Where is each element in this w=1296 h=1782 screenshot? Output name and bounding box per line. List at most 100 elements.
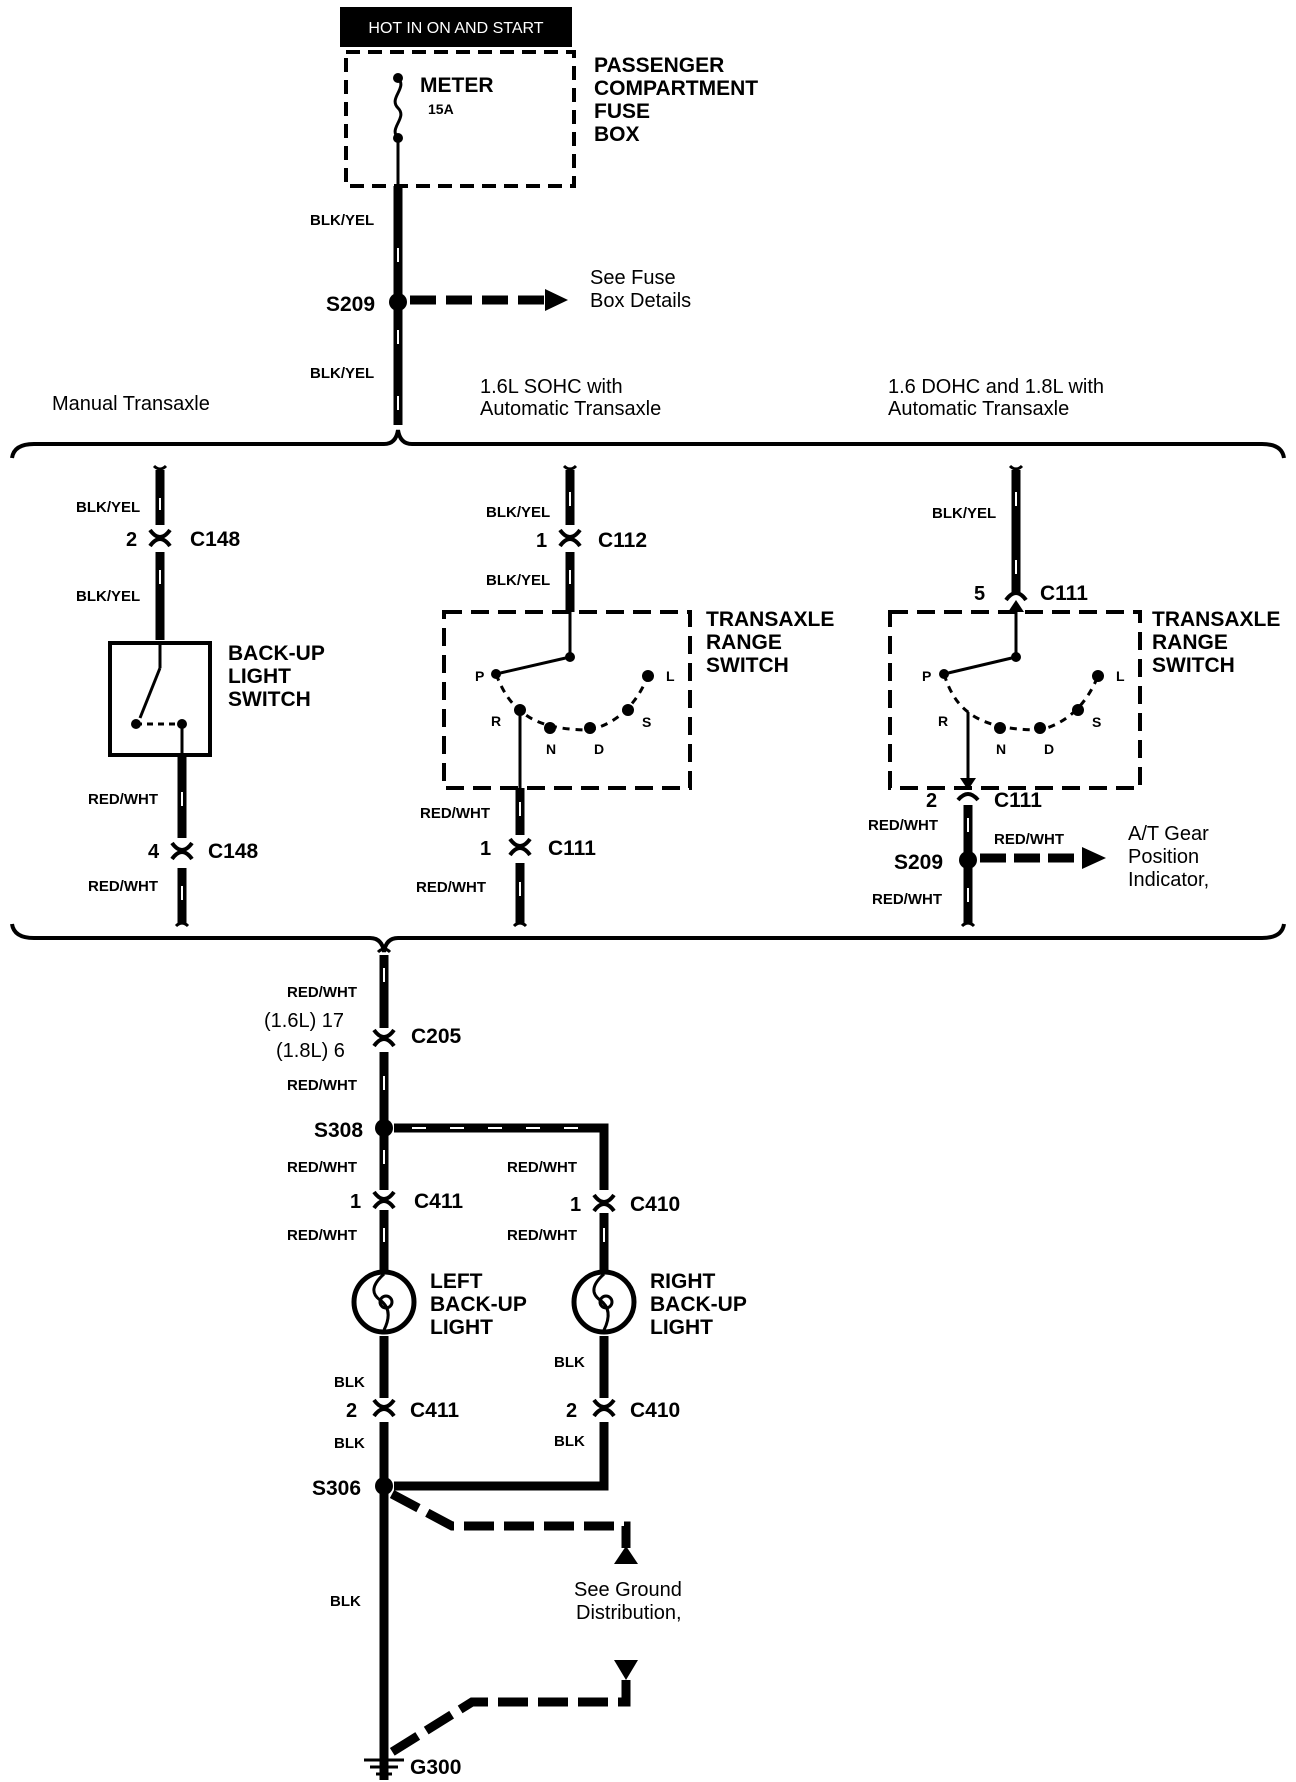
wire-label: RED/WHT bbox=[994, 831, 1064, 848]
wire-label: BLK bbox=[334, 1374, 365, 1391]
fuse-box-label-2: COMPARTMENT bbox=[594, 77, 758, 100]
fuse-icon bbox=[393, 73, 403, 143]
splice-s308: S308 bbox=[314, 1119, 363, 1142]
range-switch-label-3: SWITCH bbox=[1152, 654, 1235, 677]
wire-label: BLK bbox=[334, 1435, 365, 1452]
pin: 1 bbox=[480, 838, 491, 860]
gear-s: S bbox=[642, 714, 651, 730]
pin: 2 bbox=[926, 790, 937, 812]
wire-label: RED/WHT bbox=[416, 879, 486, 896]
pin: 2 bbox=[566, 1400, 577, 1422]
connector-c148-bottom-icon bbox=[170, 841, 194, 861]
connector-c411: C411 bbox=[410, 1399, 459, 1422]
gear-p: P bbox=[475, 668, 484, 684]
gear-s: S bbox=[1092, 714, 1101, 730]
left-light-label-1: LEFT bbox=[430, 1270, 483, 1293]
splice-s209: S209 bbox=[894, 851, 943, 874]
wire-label: RED/WHT bbox=[287, 1159, 357, 1176]
splice-s209-dot bbox=[389, 293, 407, 311]
fuse-box-label-1: PASSENGER bbox=[594, 54, 724, 77]
range-switch-icon-sohc bbox=[491, 612, 654, 788]
gear-d: D bbox=[1044, 741, 1054, 757]
pin: 5 bbox=[974, 583, 985, 605]
ref-at-gear-3: Indicator, bbox=[1128, 869, 1209, 891]
wire-lights-in bbox=[379, 1210, 609, 1272]
wire-label: BLK/YEL bbox=[486, 572, 550, 589]
backup-switch-label-2: LIGHT bbox=[228, 665, 291, 688]
pin: 4 bbox=[148, 841, 160, 863]
gear-l: L bbox=[666, 668, 675, 684]
range-switch-box-sohc bbox=[442, 610, 692, 790]
splice-s209-dot bbox=[959, 851, 977, 869]
connector-c411-bottom-icon bbox=[372, 1398, 396, 1418]
wire-label: RED/WHT bbox=[287, 1077, 357, 1094]
connector-c111-top-icon bbox=[1004, 591, 1028, 602]
connector-c148: C148 bbox=[190, 528, 241, 551]
pin-c205-18l: (1.8L) 6 bbox=[276, 1040, 345, 1062]
gear-n: N bbox=[546, 741, 556, 757]
left-light-label-2: BACK-UP bbox=[430, 1293, 527, 1316]
pin: 2 bbox=[126, 529, 137, 551]
arrow-down-icon bbox=[960, 778, 976, 790]
connector-c410: C410 bbox=[630, 1193, 680, 1216]
ground-icon bbox=[364, 1758, 404, 1776]
gear-d: D bbox=[594, 741, 604, 757]
gear-l: L bbox=[1116, 668, 1125, 684]
splice-s308-dot bbox=[375, 1119, 393, 1137]
wire-label: RED/WHT bbox=[287, 1227, 357, 1244]
ref-at-gear-1: A/T Gear bbox=[1128, 823, 1209, 845]
wire-label: BLK/YEL bbox=[310, 212, 374, 229]
ref-fuse-details-2: Box Details bbox=[590, 290, 691, 312]
wire-label: RED/WHT bbox=[287, 984, 357, 1001]
range-switch-label-1: TRANSAXLE bbox=[1152, 608, 1280, 631]
wire-manual-out bbox=[174, 755, 190, 928]
range-switch-label-2: RANGE bbox=[706, 631, 782, 654]
connector-c112: C112 bbox=[598, 529, 647, 552]
pin: 1 bbox=[570, 1194, 581, 1216]
wire-dohc-in bbox=[1008, 464, 1024, 595]
ref-ground-1: See Ground bbox=[574, 1579, 682, 1601]
hot-label: HOT IN ON AND START bbox=[368, 20, 543, 37]
ref-ground-2: Distribution, bbox=[576, 1602, 682, 1624]
left-backup-bulb-icon bbox=[351, 1269, 417, 1335]
connector-c148: C148 bbox=[208, 840, 259, 863]
connector-c411: C411 bbox=[414, 1190, 463, 1213]
connector-c411-top-icon bbox=[372, 1190, 396, 1210]
connector-c112-icon bbox=[558, 528, 582, 548]
wire-label: RED/WHT bbox=[88, 878, 158, 895]
right-light-label-3: LIGHT bbox=[650, 1316, 713, 1339]
fuse-name: METER bbox=[420, 74, 494, 97]
variant-sohc-2: Automatic Transaxle bbox=[480, 398, 661, 420]
backup-switch-label-3: SWITCH bbox=[228, 688, 311, 711]
backup-switch-label-1: BACK-UP bbox=[228, 642, 325, 665]
ground-ref-line-lower bbox=[389, 1680, 631, 1756]
pin: 1 bbox=[350, 1191, 361, 1213]
connector-c410-top-icon bbox=[592, 1193, 616, 1213]
wire-label: RED/WHT bbox=[868, 817, 938, 834]
wire-sohc-out bbox=[512, 788, 528, 928]
switch-icon bbox=[131, 643, 187, 755]
gear-r: R bbox=[491, 713, 501, 729]
splice-s209: S209 bbox=[326, 293, 375, 316]
range-switch-label-2: RANGE bbox=[1152, 631, 1228, 654]
pin-c205-16l: (1.6L) 17 bbox=[264, 1010, 344, 1032]
variant-sohc-1: 1.6L SOHC with bbox=[480, 376, 623, 398]
range-switch-label-3: SWITCH bbox=[706, 654, 789, 677]
left-light-label-3: LIGHT bbox=[430, 1316, 493, 1339]
variant-manual: Manual Transaxle bbox=[52, 393, 210, 415]
wire-label: BLK/YEL bbox=[310, 365, 374, 382]
wire-label: BLK bbox=[554, 1433, 585, 1450]
wire-label: RED/WHT bbox=[420, 805, 490, 822]
brace-top bbox=[10, 429, 1286, 459]
right-backup-bulb-icon bbox=[571, 1269, 637, 1335]
brace-bottom bbox=[10, 923, 1286, 953]
wire-label: BLK/YEL bbox=[486, 504, 550, 521]
splice-s306: S306 bbox=[312, 1477, 361, 1500]
connector-c111-bottom-icon bbox=[956, 792, 980, 802]
wire-label: BLK/YEL bbox=[932, 505, 996, 522]
arrow-right-icon bbox=[1082, 847, 1106, 869]
wire-label: BLK/YEL bbox=[76, 588, 140, 605]
wire-label: RED/WHT bbox=[507, 1159, 577, 1176]
right-light-label-1: RIGHT bbox=[650, 1270, 716, 1293]
gear-r: R bbox=[938, 713, 948, 729]
